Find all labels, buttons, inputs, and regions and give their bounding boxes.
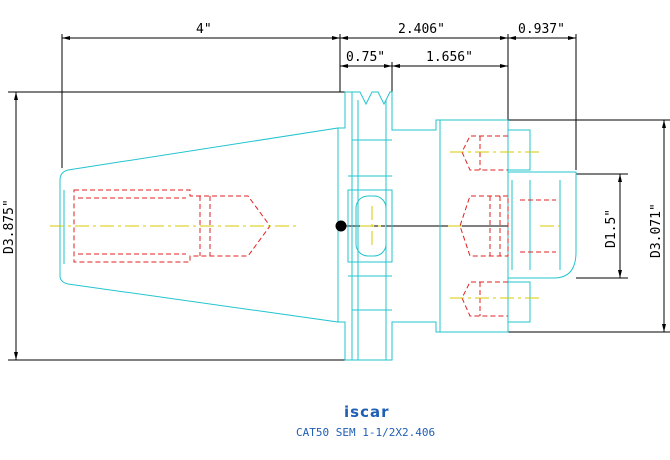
dimension-lines (8, 34, 670, 361)
dim-head-length: 1.656" (426, 50, 473, 65)
dim-insert-length: 0.937" (518, 22, 565, 37)
hidden-features (73, 135, 556, 317)
dim-flange-length: 2.406" (398, 22, 445, 37)
dim-bore-diameter: D1.5" (604, 209, 619, 248)
centerlines (50, 151, 560, 299)
dim-taper-diameter: D3.875" (2, 199, 17, 254)
part-name-caption: CAT50 SEM 1-1/2X2.406 (296, 426, 435, 439)
iscar-logo: iscar (344, 403, 389, 421)
holder-body (59, 91, 577, 361)
dim-groove-length: 0.75" (346, 50, 385, 65)
dim-overall-length: 4" (196, 22, 212, 37)
dim-head-diameter: D3.071" (649, 203, 664, 258)
